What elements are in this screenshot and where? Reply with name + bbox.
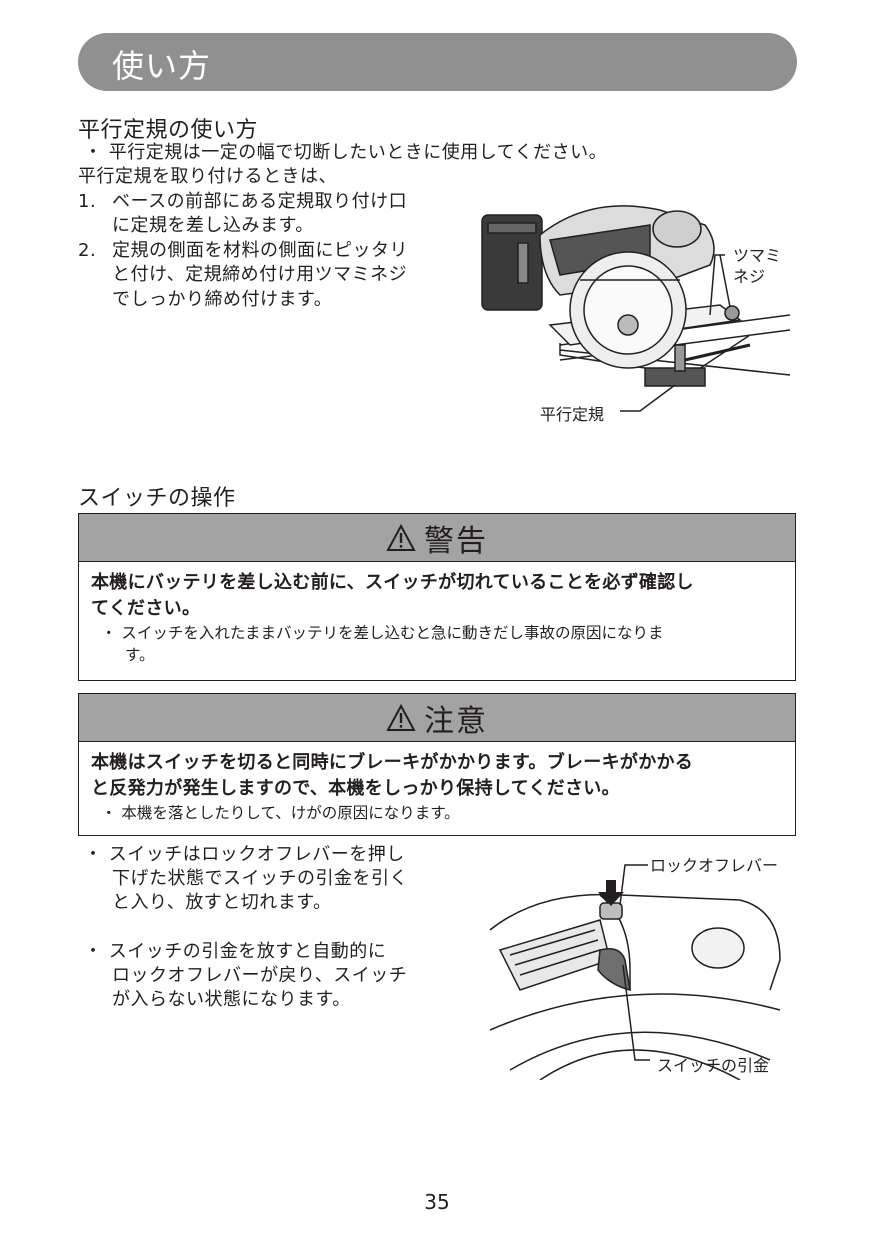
warning-header: 警告 <box>79 514 795 562</box>
switch-bullet-line: ・ スイッチはロックオフレバーを押し <box>84 844 405 865</box>
circular-saw-parallel-guide-illustration <box>481 205 791 412</box>
figure-label-parallel-guide: 平行定規 <box>540 405 605 424</box>
warning-triangle-icon <box>386 523 416 551</box>
caution-header: 注意 <box>79 694 795 742</box>
parallel-guide-bullet: ・ 平行定規は一定の幅で切断したいときに使用してください。 <box>84 142 608 163</box>
switch-heading: スイッチの操作 <box>78 486 236 511</box>
parallel-guide-heading: 平行定規の使い方 <box>78 118 259 143</box>
warning-box: 警告 本機にバッテリを差し込む前に、スイッチが切れていることを必ず確認し てくだ… <box>78 513 796 681</box>
warning-note: ・ スイッチを入れたままバッテリを差し込むと急に動きだし事故の原因になりま <box>101 624 664 642</box>
figure-label-knob: ツマミ <box>733 246 782 265</box>
switch-bullet-line: 下げた状態でスイッチの引金を引く <box>112 868 408 889</box>
figure-label-switch-trigger: スイッチの引金 <box>657 1056 770 1075</box>
caution-box: 注意 本機はスイッチを切ると同時にブレーキがかかります。ブレーキがかかる と反発… <box>78 693 796 836</box>
switch-bullet-line: が入らない状態になります。 <box>112 989 351 1010</box>
switch-bullet-line: と入り、放すと切れます。 <box>112 892 332 913</box>
step2-line: と付け、定規締め付け用ツマミネジ <box>112 264 408 285</box>
warning-title: 警告 <box>424 523 488 559</box>
warning-text: てください。 <box>91 598 201 619</box>
switch-lockoff-lever-illustration <box>489 864 781 1080</box>
warning-note: す。 <box>125 646 155 664</box>
step-number: 2. <box>78 240 97 261</box>
step2-line: でしっかり締め付けます。 <box>112 289 333 310</box>
caution-text: と反発力が発生しますので、本機をしっかり保持してください。 <box>91 778 620 799</box>
caution-triangle-icon <box>386 703 416 731</box>
section-header: 使い方 <box>78 33 797 91</box>
step1-line: に定規を差し込みます。 <box>112 215 314 236</box>
switch-bullet-line: ロックオフレバーが戻り、スイッチ <box>112 965 408 986</box>
figure-label-knob: ネジ <box>733 267 766 286</box>
parallel-guide-intro: 平行定規を取り付けるときは、 <box>78 166 337 187</box>
caution-note: ・ 本機を落としたりして、けがの原因になります。 <box>101 804 460 822</box>
section-title: 使い方 <box>112 47 212 85</box>
step2-line: 定規の側面を材料の側面にピッタリ <box>112 240 408 261</box>
step-number: 1. <box>78 191 97 212</box>
caution-title: 注意 <box>424 703 488 739</box>
figure-label-lockoff-lever: ロックオフレバー <box>650 856 779 875</box>
switch-bullet-line: ・ スイッチの引金を放すと自動的に <box>84 941 387 962</box>
page-number: 35 <box>424 1190 450 1214</box>
caution-text: 本機はスイッチを切ると同時にブレーキがかかります。ブレーキがかかる <box>91 752 694 773</box>
warning-text: 本機にバッテリを差し込む前に、スイッチが切れていることを必ず確認し <box>91 572 694 593</box>
step1-line: ベースの前部にある定規取り付け口 <box>112 191 408 212</box>
